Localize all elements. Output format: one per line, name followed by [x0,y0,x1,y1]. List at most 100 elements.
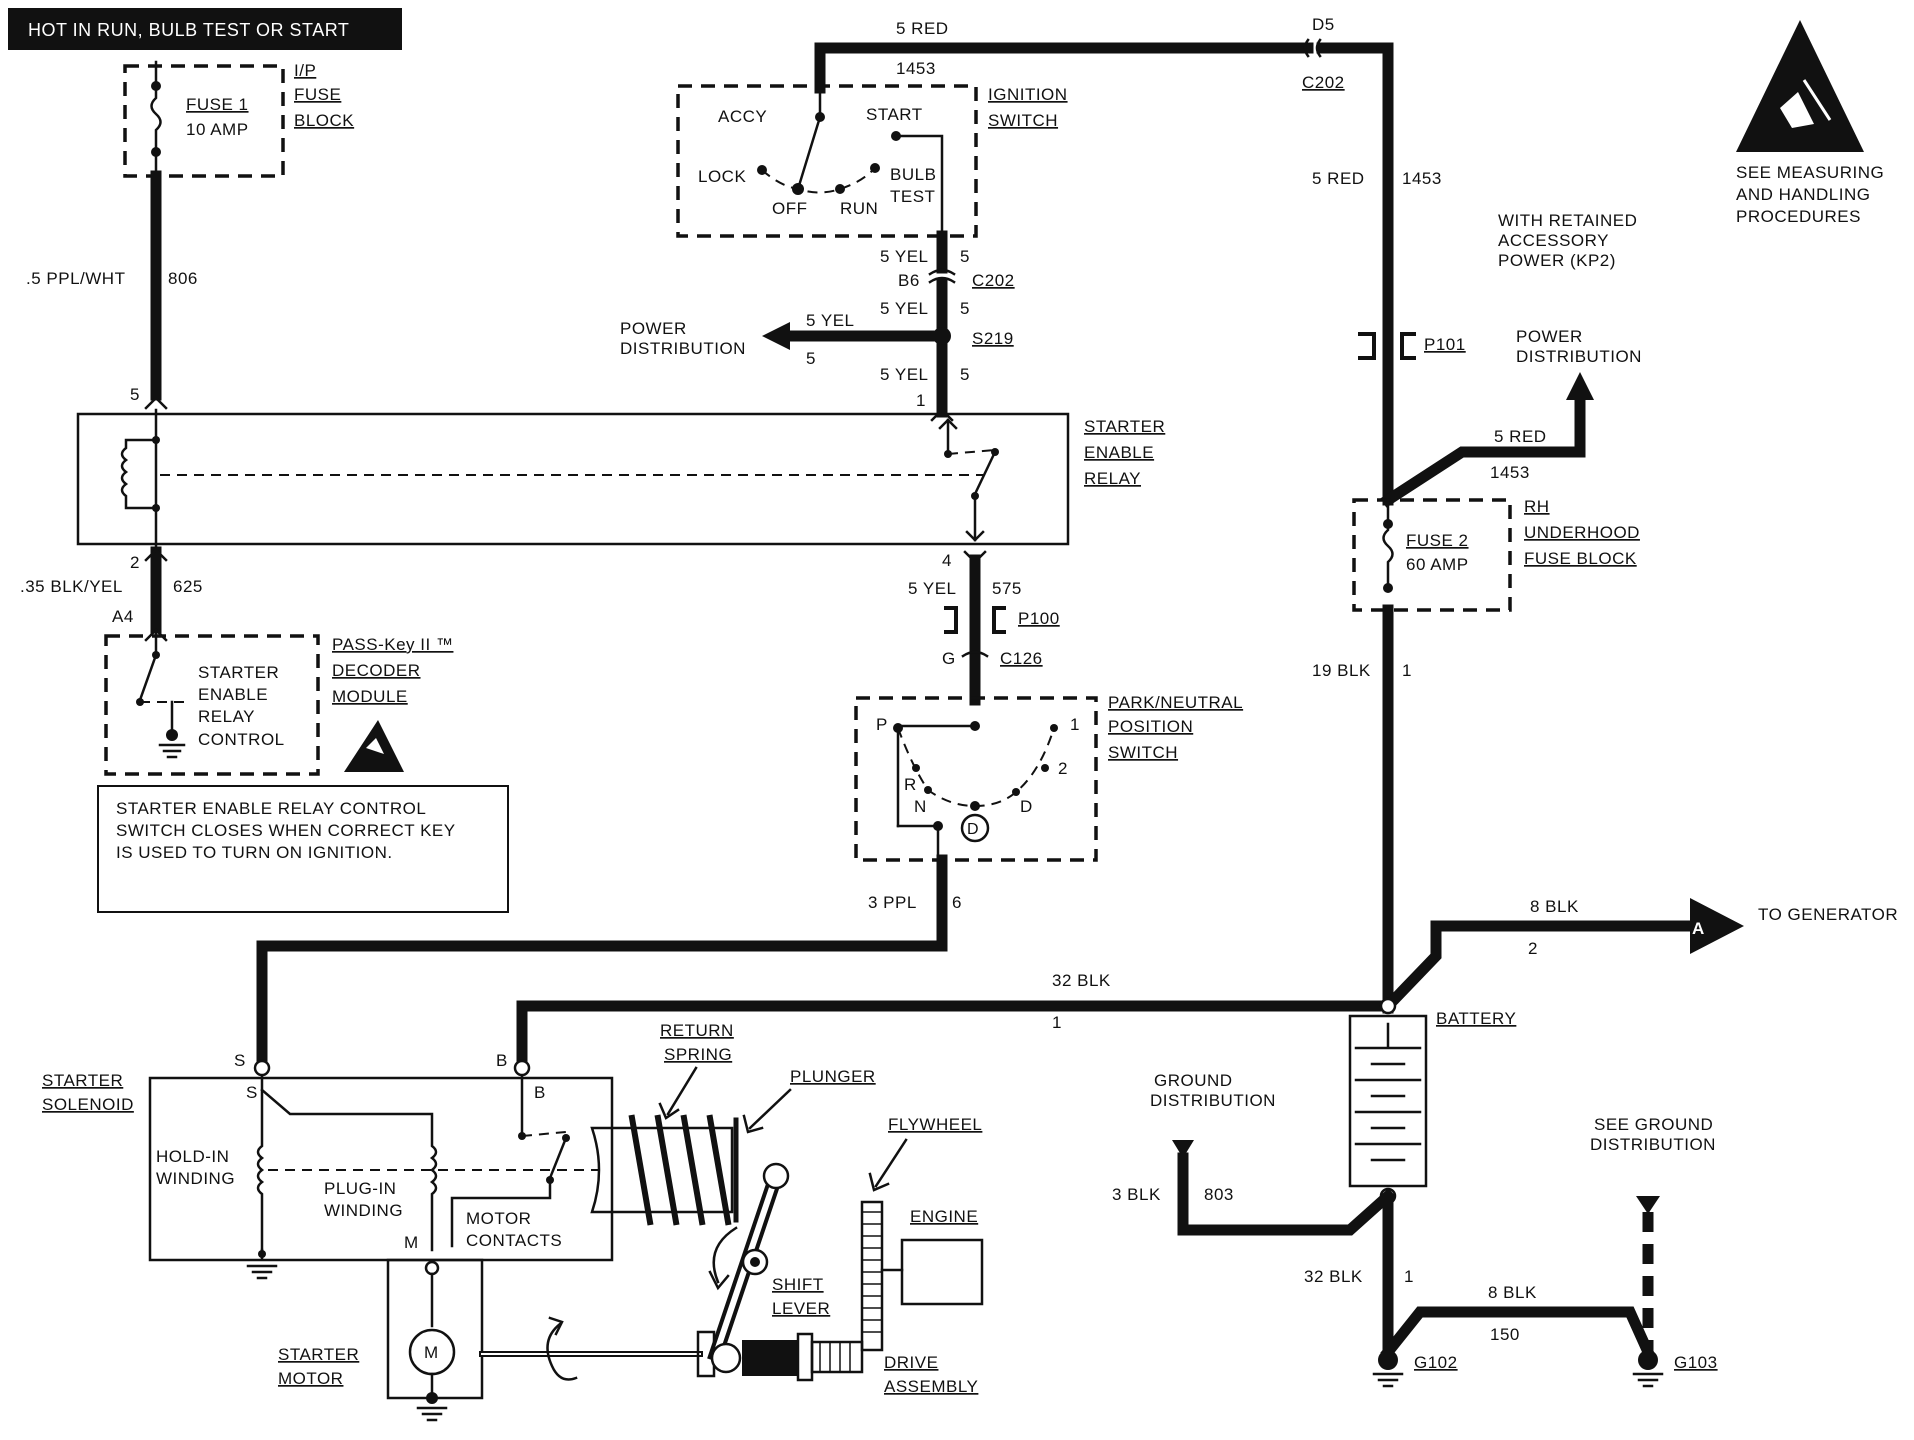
pass-key-decoder: STARTER ENABLE RELAY CONTROL PASS-Key II… [104,628,453,776]
wire-625-circuit: 625 [173,577,203,596]
battery-label: BATTERY [1436,1009,1516,1028]
wire-806-pin-top: 5 [130,385,140,404]
pn-pos-n: N [914,797,927,816]
motor-label-2: MOTOR [278,1369,343,1388]
pn-label-3: SWITCH [1108,743,1178,762]
engine-label: ENGINE [910,1207,978,1226]
terminal-s-outer: S [234,1051,246,1070]
ground-g102: G102 [1414,1353,1458,1372]
shift-lever: SHIFT LEVER [707,1162,830,1363]
power-dist-left-2: DISTRIBUTION [620,339,746,358]
wire-625-gauge: .35 BLK/YEL [20,577,123,596]
flywheel-engine: ENGINE FLYWHEEL [860,1115,984,1352]
ground-g103: G103 [1674,1353,1718,1372]
ground-dist-1: GROUND [1154,1071,1233,1090]
wire-575: 4 5 YEL 575 P100 G C126 [908,550,1059,706]
right-branch-gauge: 5 RED [1494,427,1547,446]
wire-625-connector: A4 [112,607,134,626]
note-line-3: IS USED TO TURN ON IGNITION. [116,843,393,862]
plunger-spring: RETURN SPRING PLUNGER [590,1021,876,1226]
pass-key-label-1: PASS-Key II ™ [332,635,453,654]
relay-label-2: ENABLE [1084,443,1154,462]
ign-circuit-1453: 1453 [896,59,936,78]
ip-fuse-block-label-2: FUSE [294,85,341,104]
motor-label-1: STARTER [278,1345,359,1364]
header-banner-text: HOT IN RUN, BULB TEST OR START [28,20,349,40]
wire-625-pin: 2 [130,553,140,572]
pn-label-2: POSITION [1108,717,1193,736]
pass-key-inner-2: ENABLE [198,685,268,704]
pn-pos-d: D [1020,797,1033,816]
starter-motor: M STARTER MOTOR DRIVE ASSEMBLY [278,1258,978,1422]
power-distribution-left: POWER DISTRIBUTION 5 YEL 5 [620,311,948,368]
contacts-1: MOTOR [466,1209,531,1228]
pn-circle-d: D [967,821,979,838]
right-feed: 5 RED 1453 P101 WITH RETAINED ACCESSORY … [1312,169,1642,508]
motor-symbol: M [424,1343,439,1362]
terminal-s-inner: S [246,1083,258,1102]
ign-pin-b6: B6 [898,271,920,290]
relay-label-1: STARTER [1084,417,1165,436]
ign-label-2: SWITCH [988,111,1058,130]
solenoid-label-1: STARTER [42,1071,123,1090]
connector-c202-ign: C202 [972,271,1015,290]
note-line-1: STARTER ENABLE RELAY CONTROL [116,799,426,818]
ground-distribution: GROUND DISTRIBUTION 3 BLK 803 [1112,1071,1396,1236]
plunger-label: PLUNGER [790,1067,876,1086]
kp2-line-2: ACCESSORY [1498,231,1609,250]
right-feed-circuit: 1453 [1402,169,1442,188]
wire-19blk: 19 BLK 1 [1312,604,1412,1014]
wire-806-circuit: 806 [168,269,198,288]
fuse-1-name: FUSE 1 [186,95,249,114]
wire-575-pin-g: G [942,649,956,668]
ignition-switch: ACCY START LOCK OFF RUN BULB TEST IGNITI… [676,46,1068,238]
see-ground-1: SEE GROUND [1594,1115,1713,1134]
rh-fuse-block: FUSE 2 60 AMP RH UNDERHOOD FUSE BLOCK [1352,497,1639,612]
pn-pos-2: 2 [1058,759,1068,778]
wire-625: 2 .35 BLK/YEL 625 A4 [20,546,203,642]
ign-pos-test: TEST [890,187,935,206]
battery: BATTERY [1348,997,1516,1205]
plug-in-1: PLUG-IN [324,1179,396,1198]
ign-label-1: IGNITION [988,85,1068,104]
wire-19blk-gauge: 19 BLK [1312,661,1371,680]
wire-575-pin: 4 [942,551,952,570]
pass-key-label-3: MODULE [332,687,408,706]
generator-connector: A [1692,919,1705,938]
pass-key-inner-1: STARTER [198,663,279,682]
ign-b-circuit: 5 [960,299,970,318]
note-box: STARTER ENABLE RELAY CONTROL SWITCH CLOS… [97,785,509,913]
wire-3ppl-gauge: 3 PPL [868,893,917,912]
kp2-line-3: POWER (KP2) [1498,251,1616,270]
connector-c202-top: C202 [1302,73,1345,92]
plug-in-2: WINDING [324,1201,403,1220]
ground-dist-circuit: 803 [1204,1185,1234,1204]
ign-b-gauge: 5 YEL [880,299,929,318]
generator-circuit: 2 [1528,939,1538,958]
ign-pos-bulb: BULB [890,165,936,184]
note-line-2: SWITCH CLOSES WHEN CORRECT KEY [116,821,456,840]
ign-a-gauge: 5 YEL [880,247,929,266]
fuse-1-rating: 10 AMP [186,120,249,139]
hold-in-2: WINDING [156,1169,235,1188]
wire-19blk-circuit: 1 [1402,661,1412,680]
wire-5red-top: 5 RED D5 C202 [814,15,1394,506]
right-branch-circuit: 1453 [1490,463,1530,482]
pn-pos-p: P [876,715,888,734]
power-dist-left-gauge: 5 YEL [806,311,855,330]
wire-575-circuit: 575 [992,579,1022,598]
return-spring-2: SPRING [664,1045,732,1064]
ground-wires: 32 BLK 1 8 BLK 150 G102 G103 SEE GROUND … [1304,1115,1718,1388]
ip-fuse-block-label-1: I/P [294,61,316,80]
ign-pos-off: OFF [772,199,808,218]
esd-line-1: SEE MEASURING [1736,163,1884,182]
power-dist-right-2: DISTRIBUTION [1516,347,1642,366]
ground-a-gauge: 32 BLK [1304,1267,1363,1286]
return-spring-1: RETURN [660,1021,734,1040]
starter-solenoid: S B S B HOLD-IN WINDING PLUG-IN WINDING … [42,1051,614,1280]
ground-dist-2: DISTRIBUTION [1150,1091,1276,1110]
esd-line-3: PROCEDURES [1736,207,1861,226]
splice-s219: S219 [972,329,1014,348]
wire-32blk-top-circuit: 1 [1052,1013,1062,1032]
park-neutral-switch: D P R N D 1 2 PARK/NEUTRAL POSITION SWIT… [854,693,1243,862]
